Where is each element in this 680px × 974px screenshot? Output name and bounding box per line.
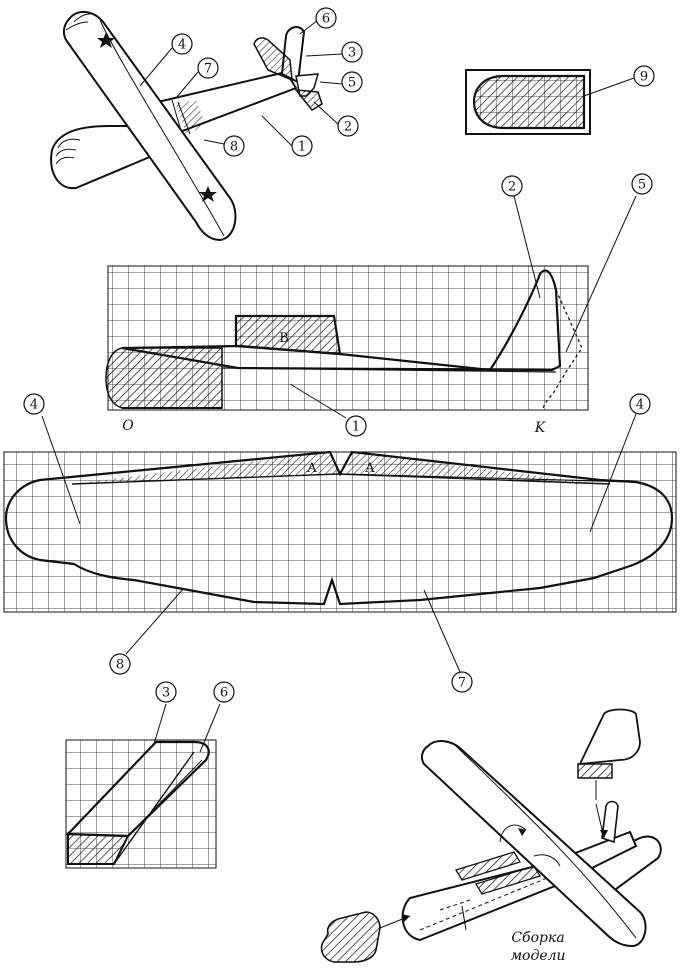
label-a-left: A: [306, 461, 317, 476]
letter-b: B: [279, 331, 289, 346]
svg-text:9: 9: [640, 70, 648, 85]
assembly-caption-line2: модели: [510, 948, 565, 964]
fin-plan: 3 6: [65, 681, 235, 869]
callout-7: 7: [197, 57, 219, 79]
glider-3d-view: 4 7 8 1 2 5 3 6: [50, 7, 363, 242]
svg-text:7: 7: [204, 62, 212, 77]
callout-4: 4: [171, 33, 193, 55]
label-k: K: [534, 420, 547, 436]
svg-text:1: 1: [298, 140, 306, 155]
svg-text:6: 6: [322, 12, 330, 27]
star-icon: [97, 32, 115, 48]
callout-2: 2: [337, 115, 359, 137]
assembly-caption-line1: Сборка: [511, 930, 564, 946]
svg-text:8: 8: [230, 140, 238, 155]
svg-text:8: 8: [116, 658, 124, 673]
callout-1b: 1: [345, 415, 367, 437]
svg-text:4: 4: [30, 398, 38, 413]
callout-9: 9: [633, 65, 655, 87]
svg-text:3: 3: [162, 686, 170, 701]
callout-8-wing: 8: [109, 653, 131, 675]
callout-8: 8: [223, 135, 245, 157]
fuselage-plan: B O K 2 5 1: [105, 173, 653, 437]
svg-text:5: 5: [348, 76, 356, 91]
label-o: O: [122, 418, 134, 434]
svg-text:3: 3: [348, 46, 356, 61]
svg-text:7: 7: [458, 676, 466, 691]
callout-2b: 2: [501, 175, 523, 197]
assembly-view: Сборка модели: [320, 708, 662, 964]
callout-5: 5: [341, 71, 363, 93]
svg-text:6: 6: [220, 686, 228, 701]
ballast-part-9: 9: [465, 65, 655, 135]
callout-6-fin: 6: [213, 681, 235, 703]
callout-3: 3: [341, 41, 363, 63]
wing-plan: A A 4 4 8 7: [3, 393, 677, 693]
svg-text:4: 4: [178, 38, 186, 53]
callout-1: 1: [291, 135, 313, 157]
star-icon: [199, 186, 217, 202]
svg-text:5: 5: [638, 178, 646, 193]
callout-6: 6: [315, 7, 337, 29]
callout-5b: 5: [631, 173, 653, 195]
svg-text:2: 2: [344, 120, 352, 135]
svg-text:2: 2: [508, 180, 516, 195]
callout-7-wing: 7: [451, 671, 473, 693]
callout-4-right: 4: [629, 393, 651, 415]
callout-3-fin: 3: [155, 681, 177, 703]
callout-4-left: 4: [23, 393, 45, 415]
svg-text:1: 1: [352, 420, 360, 435]
svg-text:4: 4: [636, 398, 644, 413]
label-a-right: A: [364, 461, 375, 476]
